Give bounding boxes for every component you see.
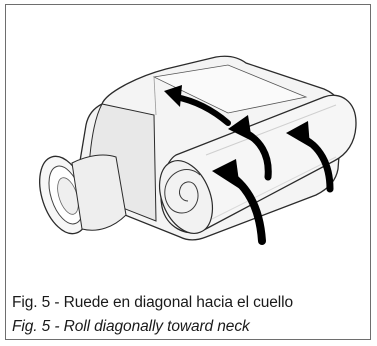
roll-spiral [164,169,201,214]
diagonal-roll-arrow [164,85,231,126]
diagonal-roll-arrow [286,121,334,193]
figure-caption-english: Fig. 5 - Roll diagonally toward neck [12,318,250,335]
rolled-cylinder-end [158,160,214,234]
pillow-top-panel [152,64,308,114]
figure-frame: Fig. 5 - Ruede en diagonal hacia el cuel… [5,4,371,340]
pillow-roll-illustration [39,55,357,245]
figure-caption-spanish: Fig. 5 - Ruede en diagonal hacia el cuel… [12,294,294,311]
diagonal-roll-arrow [228,115,272,181]
diagonal-roll-arrow [212,159,266,245]
